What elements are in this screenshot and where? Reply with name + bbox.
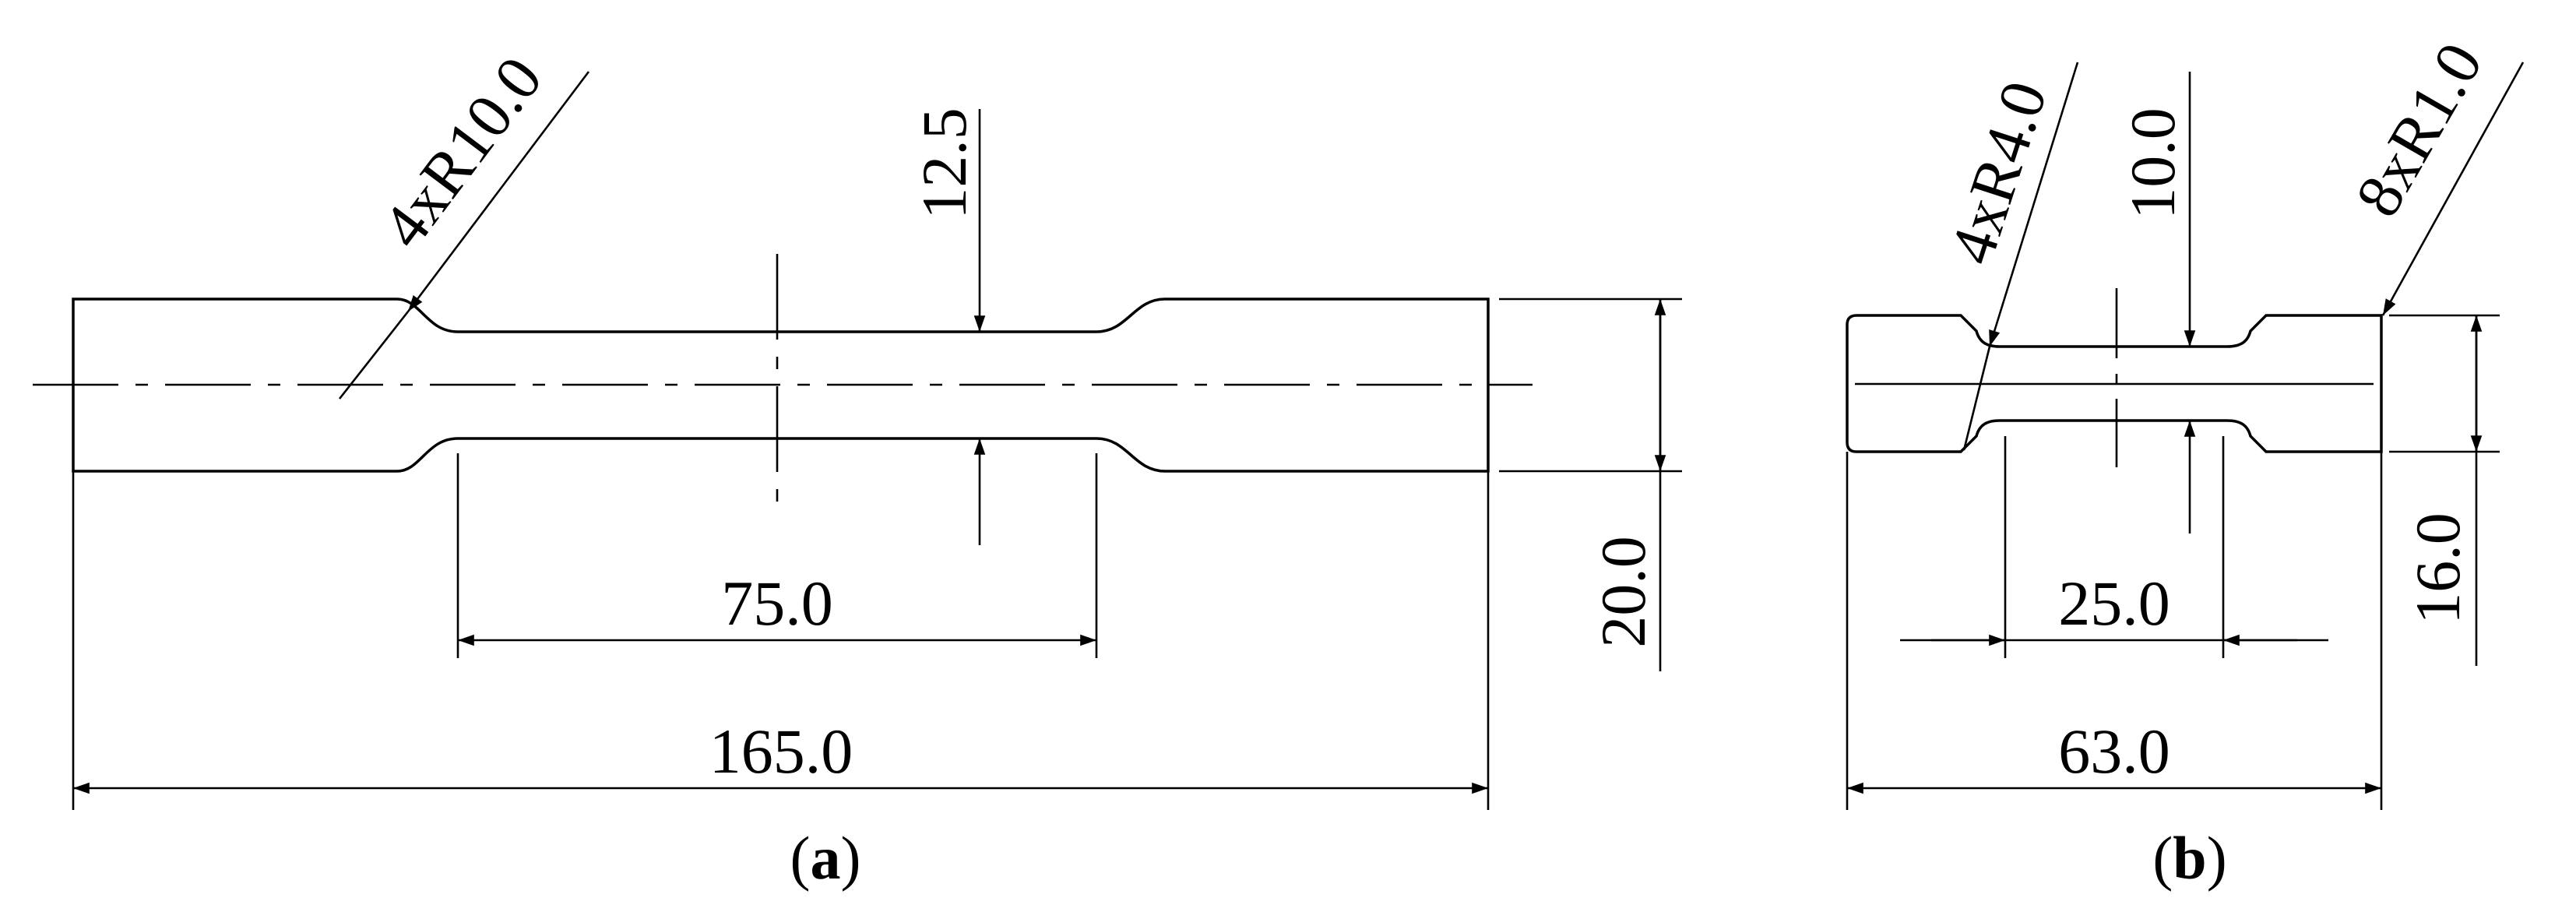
dim-a-overall-length: 165.0	[709, 716, 853, 787]
dim-a-gauge-width: 12.5	[909, 107, 980, 220]
dim-b-grip-width: 16.0	[2402, 512, 2473, 625]
dim-b-gauge-length: 25.0	[2058, 568, 2170, 639]
caption-a: (a)	[790, 824, 861, 892]
leader-a-radius-tail	[338, 311, 410, 400]
dim-a-grip-width: 20.0	[1588, 536, 1659, 648]
leader-b-radius-inner-tail	[1962, 346, 1991, 451]
dim-b-overall-length: 63.0	[2058, 716, 2170, 787]
dim-b-radius-outer: 8xR1.0	[2342, 31, 2496, 228]
leader-a-radius	[406, 71, 590, 312]
dim-b-gauge-width: 10.0	[2117, 107, 2188, 220]
leader-b-radius-outer	[2381, 62, 2525, 316]
caption-b: (b)	[2152, 824, 2226, 892]
specimen-b-outline	[1846, 314, 2383, 453]
dim-b-radius-inner: 4xR4.0	[1936, 73, 2060, 273]
leader-b-radius-inner	[1988, 62, 2079, 347]
specimen-a: 165.0 75.0 20.0 12.5 4xR10.0 (a)	[33, 44, 1682, 892]
dim-a-gauge-length: 75.0	[721, 568, 833, 639]
specimen-b: 63.0 25.0 16.0 10.0 4xR4.0 8xR1.0 (b)	[1846, 31, 2525, 892]
